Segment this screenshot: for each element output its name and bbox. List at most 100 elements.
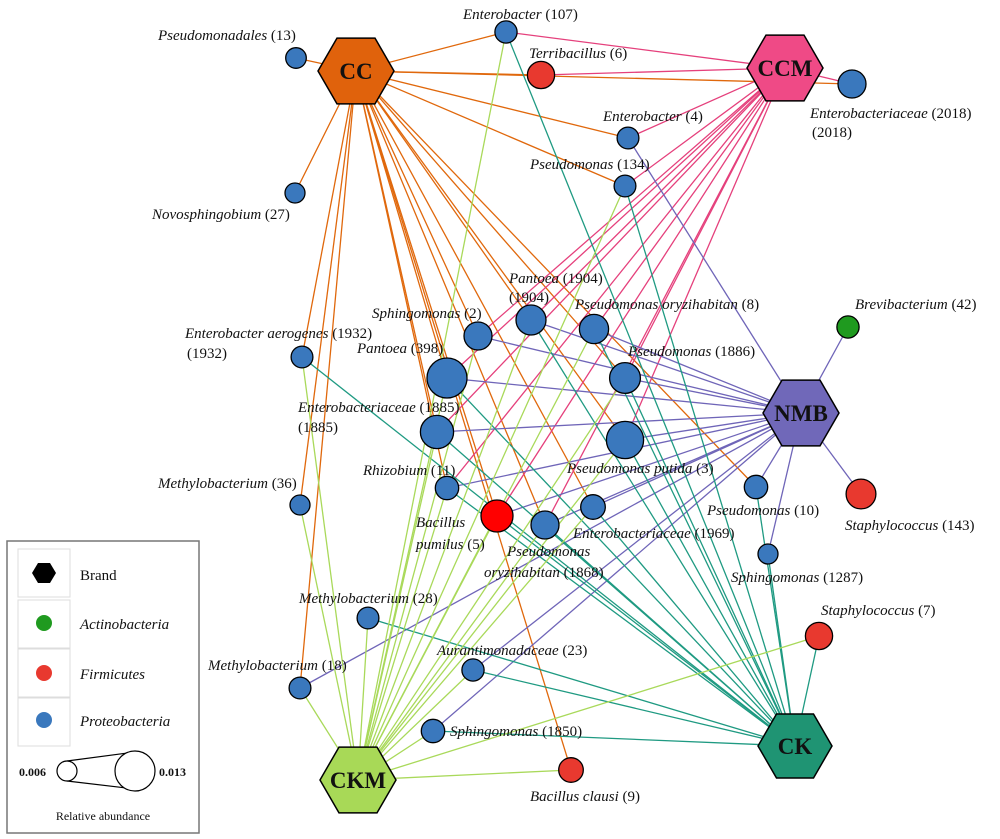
otu-label-n15-line1: Enterobacteriaceae (1885)	[297, 400, 459, 416]
edge-cc-n22	[355, 70, 594, 508]
legend-cell-actino	[17, 599, 71, 649]
otu-label-n25: Methylobacterium (28)	[298, 591, 438, 607]
edge-ckm-n8	[357, 319, 532, 781]
edge-ck-n10	[593, 328, 796, 747]
edge-ck-n16	[624, 439, 796, 747]
otu-label-n6: Pseudomonas (134)	[529, 157, 650, 173]
legend-cell-proteo	[17, 697, 71, 747]
edge-ck-n22	[592, 506, 796, 747]
otu-node-n9	[463, 321, 493, 351]
edge-cc-n17	[299, 70, 357, 506]
otu-label-n19: Pseudomonas (10)	[706, 503, 819, 519]
brand-label-nmb: NMB	[774, 401, 828, 426]
otu-node-n20	[480, 499, 514, 533]
legend-firmicutes-label: Firmicutes	[79, 667, 145, 683]
edge-ccm-n13	[446, 67, 786, 379]
otu-node-n11	[290, 345, 314, 369]
edge-ckm-n22	[357, 506, 594, 781]
otu-label-n21: Staphylococcus (143)	[845, 518, 975, 534]
edge-ccm-n23	[544, 67, 786, 526]
edge-ckm-n14	[357, 377, 626, 781]
otu-node-n1	[285, 47, 307, 69]
otu-node-n4	[837, 69, 867, 99]
otu-node-n24	[757, 543, 779, 565]
otu-node-n25	[356, 606, 380, 630]
brand-label-cc: CC	[339, 59, 372, 84]
otu-label-n20-line2: pumilus (5)	[415, 537, 485, 553]
otu-label-n8-line2: (1904)	[509, 290, 549, 306]
edge-ckm-n18	[357, 487, 448, 781]
legend-size-title: Relative abundance	[56, 809, 150, 823]
otu-node-n12	[836, 315, 860, 339]
legend-actinobacteria-label: Actinobacteria	[79, 617, 169, 633]
edge-ck-n29	[432, 730, 796, 747]
edge-ckm-n20	[357, 515, 498, 781]
edge-ck-n2	[505, 31, 796, 747]
edges-layer	[294, 31, 862, 781]
edge-ccm-n9	[477, 67, 786, 337]
edge-ckm-n23	[357, 524, 546, 781]
otu-label-n23-line2: oryzihabitan (1868)	[484, 565, 604, 581]
edge-cc-n11	[301, 70, 357, 358]
otu-node-n5	[616, 126, 640, 150]
otu-node-n13	[426, 357, 468, 399]
legend-brand-label: Brand	[80, 568, 117, 584]
otu-label-n10: Pseudomonas oryzihabitan (8)	[574, 297, 759, 313]
otu-label-n23-line1: Pseudomonas	[506, 544, 590, 560]
otu-node-n21	[845, 478, 877, 510]
otu-label-n11-line2: (1932)	[187, 346, 227, 362]
otu-label-n15-line2: (1885)	[298, 420, 338, 436]
legend-size-large	[114, 750, 156, 792]
otu-label-n1: Pseudomonadales (13)	[157, 28, 296, 44]
otu-label-n8-line1: Pantoea (1904)	[508, 271, 603, 287]
edge-ck-n23	[544, 524, 796, 747]
legend-brand-hexagon	[32, 563, 56, 583]
edge-nmb-n10	[593, 328, 802, 414]
edge-ckm-n2	[357, 31, 507, 781]
edge-nmb-n5	[627, 137, 802, 414]
otu-label-n18: Rhizobium (11)	[362, 463, 455, 479]
legend-actinobacteria-swatch	[36, 615, 52, 631]
edge-nmb-n29	[432, 412, 802, 732]
otu-node-n10	[578, 313, 610, 345]
legend-firmicutes-swatch	[36, 665, 52, 681]
otu-label-n16: Pseudomonas putida (3)	[566, 461, 714, 477]
edge-ck-n20	[496, 515, 796, 747]
edge-cc-n23	[355, 70, 546, 526]
otu-node-n8	[515, 304, 547, 336]
brand-hexagon-nmb	[762, 379, 840, 447]
otu-label-n14: Pseudomonas (1886)	[627, 344, 755, 360]
edge-ccm-n18	[446, 67, 786, 489]
edge-nmb-n13	[446, 377, 802, 414]
edge-cc-n20	[355, 70, 498, 517]
brand-label-ckm: CKM	[330, 768, 387, 793]
otu-label-n2: Enterobacter (107)	[462, 7, 578, 23]
otu-node-n17	[289, 494, 311, 516]
edge-ckm-n9	[357, 335, 479, 781]
otu-node-n16	[605, 420, 645, 460]
otu-label-n27: Aurantimonadaceae (23)	[436, 643, 587, 659]
legend-size-max: 0.013	[159, 765, 186, 779]
edge-ck-n27	[472, 669, 796, 747]
otu-node-n23	[530, 510, 560, 540]
brand-hexagon-cc	[317, 37, 395, 105]
edge-ck-n11	[301, 356, 796, 747]
legend-cell-brand	[17, 548, 71, 598]
otu-node-n3	[526, 60, 556, 90]
edge-ckm-n16	[357, 439, 626, 781]
edge-ck-n8	[530, 319, 796, 747]
otu-node-n14	[608, 361, 642, 395]
edge-ckm-n26	[357, 635, 820, 781]
otu-label-n7: Novosphingobium (27)	[151, 207, 290, 223]
legend-size-small	[56, 760, 78, 782]
brand-hexagon-ck	[757, 713, 833, 779]
edge-cc-n8	[355, 70, 532, 321]
otu-label-n13: Pantoea (398)	[356, 341, 443, 357]
otu-node-n2	[494, 20, 518, 44]
otu-node-n27	[461, 658, 485, 682]
otu-label-n22: Enterobacteriaceae (1969)	[572, 526, 734, 542]
otu-label-n17: Methylobacterium (36)	[157, 476, 297, 492]
edge-cc-n16	[355, 70, 626, 441]
edge-cc-n28	[299, 70, 357, 689]
